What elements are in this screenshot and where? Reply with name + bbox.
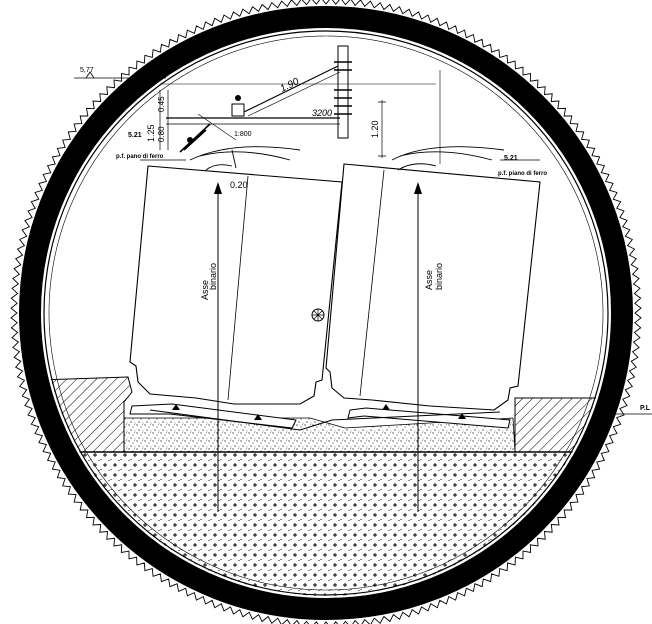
right-track-slab xyxy=(347,407,511,429)
right-train-carbody xyxy=(325,163,541,411)
dim-125-label: 1.25 xyxy=(146,124,156,142)
right-train-door-line xyxy=(359,169,385,397)
dim-3200-label: 3200 xyxy=(312,108,332,118)
dim-080-label: 0.80 xyxy=(157,126,166,142)
right-pantograph xyxy=(391,146,505,161)
left-axis-label-asse: Asse xyxy=(200,280,210,300)
piano-right-label: p.f. piano di ferro xyxy=(498,171,547,177)
left-pantograph-base xyxy=(205,164,233,171)
left-train-door-line xyxy=(227,175,249,401)
central-sleeper-line xyxy=(149,409,501,431)
level-right-label: 5.21 xyxy=(504,155,518,162)
left-axis-arrow xyxy=(214,182,222,194)
right-edge-level-label: P.L xyxy=(640,405,651,412)
dimension-lines xyxy=(140,70,540,164)
excavation-serrated-outline xyxy=(10,0,642,624)
right-pantograph-base xyxy=(397,163,437,171)
catenary-ref-label: 1:800 xyxy=(234,131,252,138)
right-axis-arrow xyxy=(414,182,422,194)
dim-045-label: 0.45 xyxy=(157,96,166,112)
catenary-support xyxy=(166,45,352,153)
top-left-level-label: 5,77 xyxy=(80,67,94,74)
dim-120-label: 1.20 xyxy=(370,120,380,138)
cant-label: 0.20 xyxy=(230,180,248,190)
level-521-label: 5.21 xyxy=(128,132,142,139)
right-axis-label-binario: binario xyxy=(434,263,444,290)
top-left-level-marker xyxy=(85,71,95,79)
tunnel-centre-mark xyxy=(311,308,325,322)
tunnel-lining-ring xyxy=(19,6,633,620)
ballast-bed xyxy=(123,417,516,453)
left-pantograph xyxy=(189,146,301,169)
left-track-slab xyxy=(129,403,297,429)
left-axis-label-binario: binario xyxy=(208,263,218,290)
rails xyxy=(172,404,466,420)
left-train-carbody xyxy=(129,165,343,405)
right-axis-label-asse: Asse xyxy=(424,270,434,290)
piano-left-label: p.f. pano di ferro xyxy=(116,154,164,160)
